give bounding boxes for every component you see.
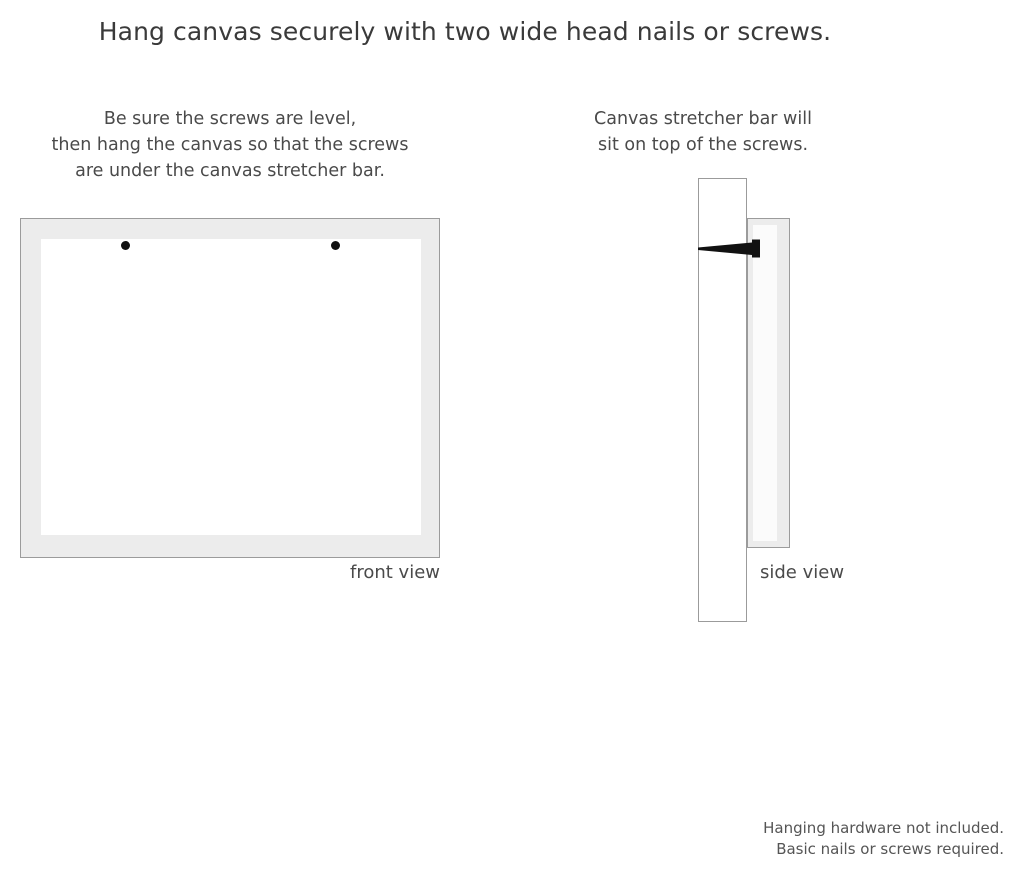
screw-head-right-icon	[331, 241, 340, 250]
front-view-label: front view	[350, 562, 440, 583]
screw-side-icon	[698, 239, 760, 258]
canvas-stretcher-bar-inner	[753, 225, 777, 541]
front-view-caption-line-2: then hang the canvas so that the screws	[51, 135, 409, 155]
footer-note-line-1: Hanging hardware not included.	[763, 819, 1004, 837]
canvas-face-front	[41, 239, 421, 535]
front-view-diagram	[20, 218, 440, 558]
page-title: Hang canvas securely with two wide head …	[98, 17, 832, 46]
canvas-stretcher-bar-side	[747, 218, 790, 548]
side-view-caption-line-1: Canvas stretcher bar will	[594, 109, 812, 129]
footer-note: Hanging hardware not included. Basic nai…	[763, 818, 1004, 860]
side-view-caption-line-2: sit on top of the screws.	[597, 135, 809, 155]
side-view-diagram	[698, 178, 798, 628]
footer-note-line-2: Basic nails or screws required.	[776, 840, 1004, 858]
front-view-caption: Be sure the screws are level, then hang …	[20, 106, 440, 184]
screw-head-left-icon	[121, 241, 130, 250]
side-view-caption: Canvas stretcher bar will sit on top of …	[553, 106, 853, 158]
side-view-label: side view	[760, 562, 845, 583]
front-view-caption-line-1: Be sure the screws are level,	[103, 109, 357, 129]
canvas-frame-front	[20, 218, 440, 558]
front-view-caption-line-3: are under the canvas stretcher bar.	[75, 161, 385, 181]
